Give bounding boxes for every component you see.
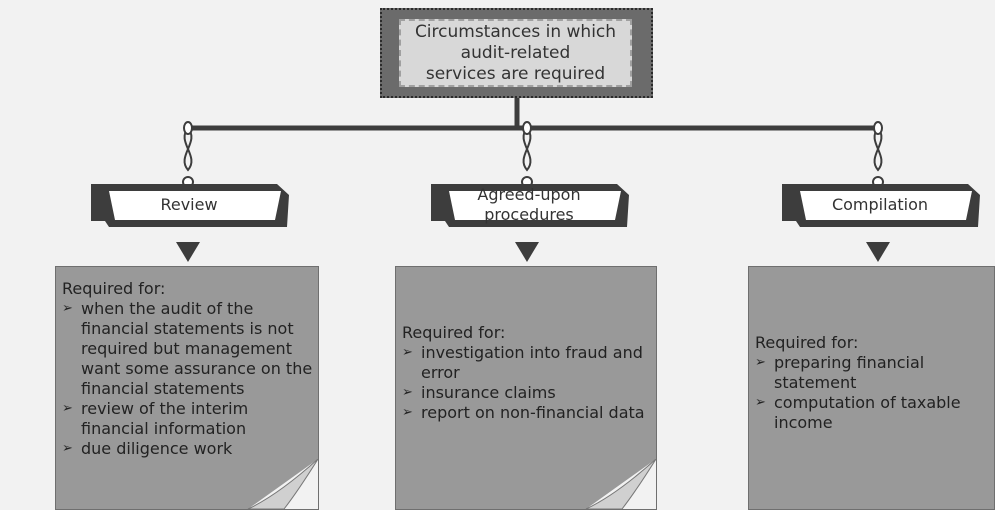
branch-header-agreed-upon: Agreed-upon procedures <box>425 180 633 230</box>
twisted-connector-review <box>183 127 193 172</box>
list-item: ➢due diligence work <box>62 439 233 458</box>
list-item: ➢preparing financial statement <box>755 353 925 392</box>
note-heading: Required for: <box>755 333 859 352</box>
branch-header-compilation: Compilation <box>776 180 984 230</box>
twisted-connector-agreed <box>522 127 532 172</box>
note-heading: Required for: <box>402 323 506 342</box>
ring-top-review <box>183 121 193 135</box>
root-label: Circumstances in which audit-related ser… <box>399 19 632 87</box>
list-item: ➢when the audit of the financial stateme… <box>62 299 313 398</box>
list-item: ➢report on non-financial data <box>402 403 645 422</box>
note-list: ➢preparing financial statement ➢computat… <box>755 353 990 433</box>
page-curl-icon <box>585 459 656 509</box>
ring-top-agreed <box>522 121 532 135</box>
arrow-bullet-icon: ➢ <box>402 405 413 420</box>
note-heading: Required for: <box>62 279 166 298</box>
ring-top-compilation <box>873 121 883 135</box>
arrow-bullet-icon: ➢ <box>755 395 766 410</box>
down-arrow-agreed <box>515 242 539 262</box>
list-item: ➢review of the interim financial informa… <box>62 399 249 438</box>
ribbon-shape <box>431 184 629 227</box>
branch-title: Review <box>160 195 218 214</box>
arrow-bullet-icon: ➢ <box>402 345 413 360</box>
down-arrow-compilation <box>866 242 890 262</box>
list-item: ➢investigation into fraud and error <box>402 343 643 382</box>
twisted-connector-compilation <box>873 127 883 172</box>
branch-header-review: Review <box>85 180 293 230</box>
page-curl-icon <box>247 459 318 509</box>
down-arrow-review <box>176 242 200 262</box>
ribbon-shape <box>91 184 289 227</box>
list-item: ➢insurance claims <box>402 383 556 402</box>
note-list: ➢when the audit of the financial stateme… <box>62 299 314 459</box>
branch-note-compilation: Required for: ➢preparing financial state… <box>748 266 995 510</box>
branch-note-agreed-upon: Required for: ➢investigation into fraud … <box>395 266 657 510</box>
arrow-bullet-icon: ➢ <box>62 301 73 316</box>
arrow-bullet-icon: ➢ <box>402 385 413 400</box>
arrow-bullet-icon: ➢ <box>62 401 73 416</box>
ribbon-shape <box>782 184 980 227</box>
branch-title: Compilation <box>831 195 929 214</box>
root-node: Circumstances in which audit-related ser… <box>380 8 653 98</box>
arrow-bullet-icon: ➢ <box>755 355 766 370</box>
note-list: ➢investigation into fraud and error ➢ins… <box>402 343 652 423</box>
arrow-bullet-icon: ➢ <box>62 441 73 456</box>
branch-title: Agreed-upon procedures <box>477 185 581 224</box>
list-item: ➢computation of taxable income <box>755 393 961 432</box>
branch-note-review: Required for: ➢when the audit of the fin… <box>55 266 319 510</box>
